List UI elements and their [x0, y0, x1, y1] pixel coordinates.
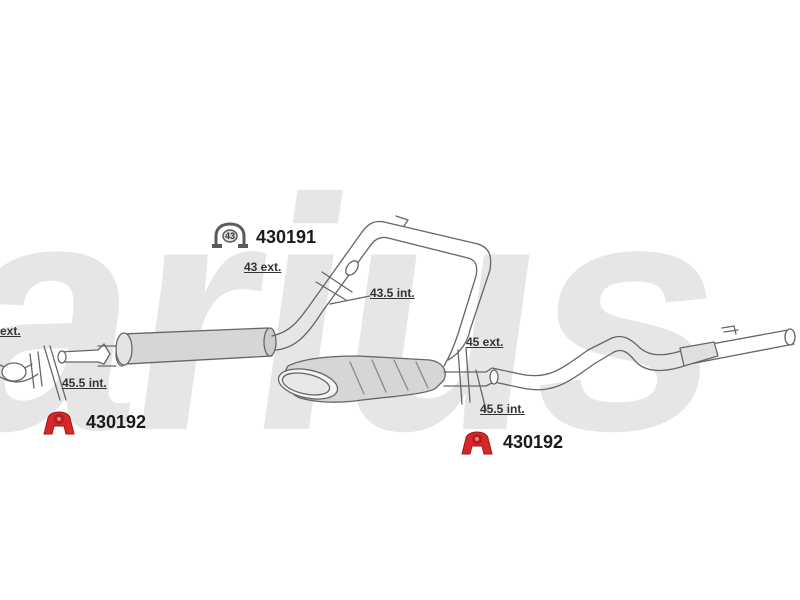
dimension-label-43-5-int: 43.5 int. — [370, 286, 415, 300]
clamp-icon-label: 43 — [225, 231, 235, 241]
dimension-label-ext-left: ext. — [0, 324, 21, 338]
part-number-clamp: 430191 — [256, 227, 317, 247]
dimension-label-45-ext: 45 ext. — [466, 335, 504, 349]
over-axle-pipe — [271, 215, 492, 367]
rubber-hanger-icon — [461, 431, 493, 455]
clamp-icon: 43 — [212, 222, 248, 248]
dimension-label-43-ext: 43 ext. — [244, 260, 282, 274]
centre-silencer — [115, 327, 277, 366]
rear-dimension-marks — [457, 347, 487, 411]
tailpipe — [443, 325, 796, 391]
mid-dimension-marks — [315, 271, 371, 305]
rear-silencer — [277, 355, 446, 403]
rubber-hanger-icon — [43, 411, 75, 435]
part-number-hanger-left: 430192 — [86, 412, 147, 432]
dimension-label-45-5-int-left: 45.5 int. — [62, 376, 107, 390]
part-number-hanger-right: 430192 — [503, 432, 564, 452]
front-pipe — [0, 345, 67, 401]
dimension-label-45-5-int-right: 45.5 int. — [480, 402, 525, 416]
